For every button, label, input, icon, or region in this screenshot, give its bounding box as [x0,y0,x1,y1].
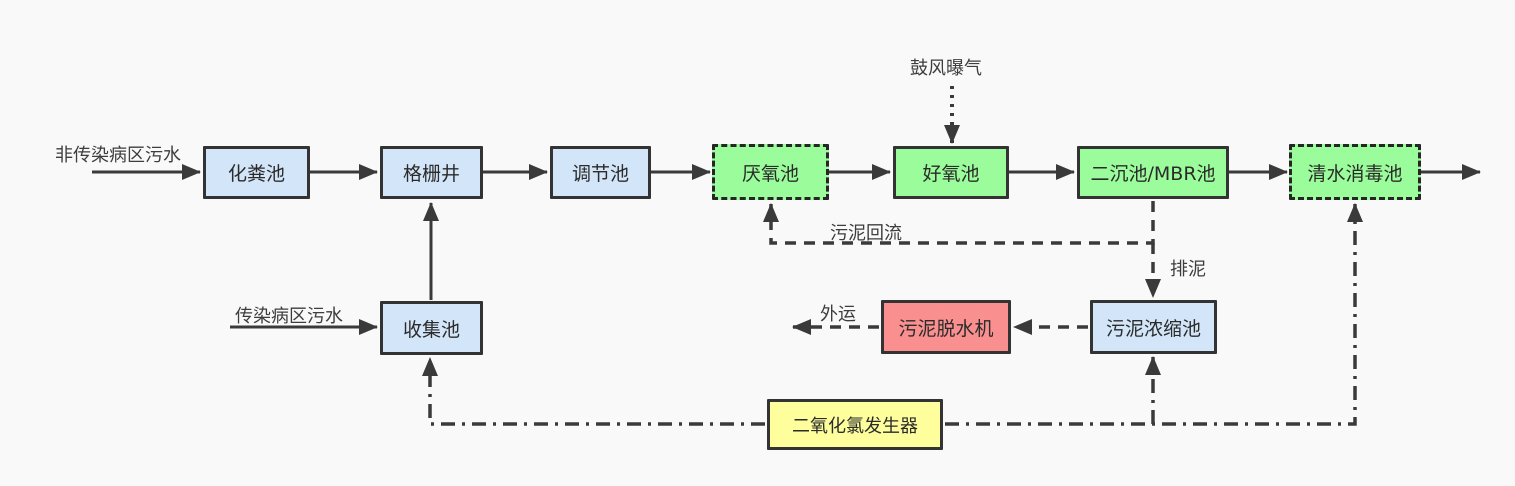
node-aerobic-tank: 好氧池 [893,146,1009,199]
label-blower-aeration: 鼓风曝气 [910,58,982,79]
node-chlorine-dioxide-generator: 二氧化氯发生器 [767,399,943,450]
label-sludge-discharge: 排泥 [1170,259,1206,280]
node-sludge-thickening-tank: 污泥浓缩池 [1090,300,1217,354]
node-septic-tank: 化粪池 [203,146,310,199]
edge-sludge-return [763,201,1155,245]
label-infectious-sewage: 传染病区污水 [235,306,343,327]
node-grid-well: 格栅井 [380,146,483,199]
node-clearwater-disinfection-tank: 清水消毒池 [1289,144,1421,200]
node-secondary-mbr-tank: 二沉池/MBR池 [1077,146,1229,199]
node-regulating-tank: 调节池 [550,146,651,199]
node-anaerobic-tank: 厌氧池 [712,144,829,200]
edge-chlorine-to-clearwater [945,203,1363,426]
node-collection-tank: 收集池 [380,301,483,355]
label-sludge-return: 污泥回流 [830,223,902,244]
label-transport-out: 外运 [820,304,856,325]
label-non-infectious-sewage: 非传染病区污水 [55,145,181,166]
node-sludge-dewatering-machine: 污泥脱水机 [881,300,1011,354]
edge-chlorine-to-collection [422,357,765,426]
